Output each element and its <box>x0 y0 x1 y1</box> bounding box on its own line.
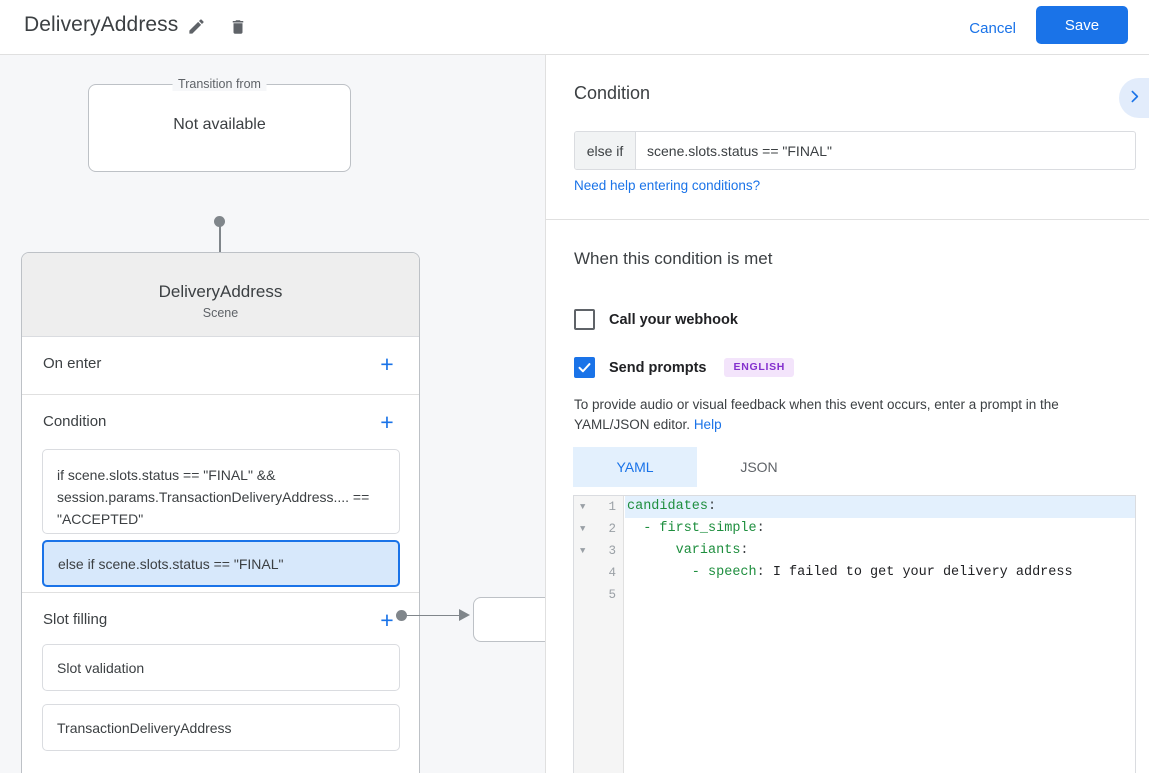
prompts-description-text: To provide audio or visual feedback when… <box>574 397 1059 432</box>
connector-dot <box>214 216 225 227</box>
outgoing-connector-dot <box>396 610 407 621</box>
add-condition-button[interactable]: + <box>373 408 401 436</box>
when-condition-met-section: When this condition is met Call your web… <box>546 221 1149 773</box>
pencil-icon <box>187 17 206 39</box>
chevron-right-icon <box>1126 88 1143 108</box>
fold-caret-icon[interactable]: ▼ <box>580 546 586 556</box>
webhook-row[interactable]: Call your webhook <box>574 309 738 330</box>
section-condition: Condition + if scene.slots.status == "FI… <box>22 395 419 593</box>
slot-item[interactable]: TransactionDeliveryAddress <box>42 704 400 751</box>
code-indent: - speech <box>627 565 757 580</box>
section-title-on-enter: On enter <box>43 355 102 372</box>
tab-json[interactable]: JSON <box>697 447 821 487</box>
condition-field[interactable]: else if <box>574 131 1136 170</box>
add-slot-button[interactable]: + <box>373 606 401 634</box>
code-punct: : <box>756 521 765 536</box>
page-title: DeliveryAddress <box>24 13 179 36</box>
tab-yaml[interactable]: YAML <box>573 447 697 487</box>
line-number: ▼1 <box>574 496 623 518</box>
editor-gutter: ▼1▼2▼3 4 5 <box>574 496 624 773</box>
line-number: 5 <box>608 588 616 602</box>
condition-input[interactable] <box>636 132 1135 169</box>
scene-name: DeliveryAddress <box>158 282 283 301</box>
transition-from-node[interactable]: Transition from Not available <box>88 77 351 172</box>
code-line[interactable]: - first_simple: <box>625 518 1135 540</box>
prompts-help-link[interactable]: Help <box>693 417 722 432</box>
send-prompts-label: Send prompts <box>609 359 707 376</box>
scene-type: Scene <box>202 306 239 320</box>
section-slot-filling: Slot filling + Slot validation Transacti… <box>22 593 419 773</box>
outgoing-arrow-icon <box>459 609 470 621</box>
code-punct: : <box>740 543 749 558</box>
condition-prefix-label: else if <box>575 132 636 169</box>
line-number: 4 <box>608 566 616 580</box>
code-indent: - first_simple <box>627 521 757 536</box>
code-line[interactable]: variants: <box>625 540 1135 562</box>
line-number: ▼2 <box>574 518 623 540</box>
fold-caret-icon[interactable]: ▼ <box>580 502 586 512</box>
condition-item-text: else if scene.slots.status == "FINAL" <box>58 555 284 572</box>
condition-item[interactable]: if scene.slots.status == "FINAL" && sess… <box>42 449 400 534</box>
slot-item-text: TransactionDeliveryAddress <box>57 719 232 736</box>
code-line[interactable] <box>625 584 1135 606</box>
code-editor[interactable]: ▼1▼2▼3 4 5 candidates: - first_simple: var… <box>573 495 1136 773</box>
transition-from-legend: Transition from <box>172 77 267 91</box>
collapse-panel-button[interactable] <box>1119 78 1149 118</box>
section-on-enter: On enter + <box>22 337 419 395</box>
send-prompts-checkbox[interactable] <box>574 357 595 378</box>
cancel-button[interactable]: Cancel <box>959 12 1026 44</box>
slot-item[interactable]: Slot validation <box>42 644 400 691</box>
details-panel: Condition else if Need help entering con… <box>545 55 1149 773</box>
scene-header: DeliveryAddress Scene <box>22 253 419 337</box>
editor-code-area[interactable]: candidates: - first_simple: variants: - … <box>625 496 1135 773</box>
code-value: I failed to get your delivery address <box>772 565 1073 580</box>
slot-item-text: Slot validation <box>57 659 145 676</box>
prompts-row[interactable]: Send prompts ENGLISH <box>574 357 795 378</box>
section-title-condition: Condition <box>43 413 107 430</box>
code-line[interactable]: candidates: <box>625 496 1135 518</box>
transition-from-value: Not available <box>173 116 266 133</box>
when-met-heading: When this condition is met <box>574 249 773 268</box>
fold-caret-icon[interactable]: ▼ <box>580 524 586 534</box>
editor-format-tabs: YAML JSON <box>573 447 821 487</box>
trash-icon <box>229 18 247 39</box>
line-number: ▼3 <box>574 540 623 562</box>
language-badge: ENGLISH <box>724 358 795 377</box>
code-punct: : <box>708 499 717 514</box>
outgoing-connector-line <box>404 614 466 616</box>
add-on-enter-button[interactable]: + <box>373 350 401 378</box>
transition-to-node[interactable]: Transition to DeliveryAddress Scene On e… <box>21 252 420 773</box>
code-indent: variants <box>627 543 741 558</box>
condition-item-selected[interactable]: else if scene.slots.status == "FINAL" <box>42 540 400 587</box>
prompts-description: To provide audio or visual feedback when… <box>574 395 1125 435</box>
call-webhook-checkbox[interactable] <box>574 309 595 330</box>
check-icon <box>578 363 591 373</box>
code-indent: candidates <box>627 499 709 514</box>
call-webhook-label: Call your webhook <box>609 311 738 328</box>
code-line[interactable]: - speech: I failed to get your delivery … <box>625 562 1135 584</box>
condition-heading: Condition <box>574 83 651 103</box>
edit-button[interactable] <box>180 12 212 44</box>
condition-help-link[interactable]: Need help entering conditions? <box>574 178 761 193</box>
section-title-slot-filling: Slot filling <box>43 611 108 628</box>
next-node[interactable] <box>473 597 545 642</box>
flow-canvas[interactable]: Transition from Not available Transition… <box>0 55 545 773</box>
delete-button[interactable] <box>222 12 254 44</box>
save-button[interactable]: Save <box>1036 6 1128 44</box>
condition-section: Condition else if Need help entering con… <box>546 55 1149 220</box>
app-header: DeliveryAddress Cancel Save <box>0 0 1149 55</box>
condition-item-text: if scene.slots.status == "FINAL" && sess… <box>57 467 370 527</box>
code-punct: : <box>756 565 773 580</box>
connector-line <box>219 222 221 270</box>
